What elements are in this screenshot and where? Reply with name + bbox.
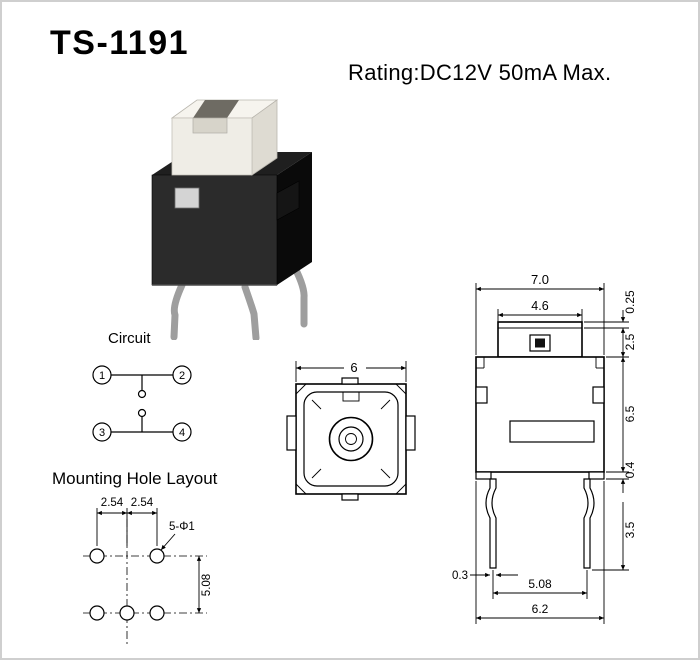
- terminal-4-label: 4: [179, 427, 185, 439]
- bottom-tab: [341, 493, 359, 501]
- side-clip: [276, 180, 300, 221]
- dim-pitch-left: 2.54: [101, 497, 124, 509]
- top-tab: [341, 377, 359, 385]
- switch-body: [151, 152, 312, 286]
- dim-leg-width: 0.3: [452, 570, 468, 582]
- base-width-dimension: [475, 481, 605, 624]
- circuit-section-label: Circuit: [108, 330, 151, 347]
- terminal-1-label: 1: [99, 370, 105, 382]
- contact-dot-top: [137, 389, 147, 399]
- dim-pitch-right: 2.54: [131, 497, 154, 509]
- switch-legs: [170, 264, 308, 340]
- cap-outline: [497, 321, 583, 358]
- dim-cap-lip: 0.25: [623, 290, 637, 314]
- top-view-drawing: 6: [286, 360, 416, 501]
- switch-cap: [170, 99, 279, 176]
- mounting-hole-layout: 2.54 2.54 5-Φ1 5.08: [83, 497, 213, 646]
- width-dimension: [295, 361, 407, 382]
- body-outline: [475, 356, 605, 480]
- dim-base-step: 0.4: [623, 461, 637, 478]
- dim-body-height: 6.5: [623, 405, 637, 422]
- front-view-drawing: 7.0 4.6: [452, 272, 637, 624]
- rating-text: Rating:DC12V 50mA Max.: [348, 60, 612, 85]
- contact-dot-bottom: [137, 408, 147, 418]
- total-width-dimension: [475, 283, 605, 355]
- cap-notch: [193, 100, 239, 118]
- terminal-1-circle: [92, 365, 112, 385]
- leg-pitch-dimension: [492, 570, 588, 599]
- dim-total-width: 7.0: [531, 272, 549, 287]
- left-side-clip: [286, 415, 297, 451]
- dim-cap-height: 2.5: [623, 333, 637, 350]
- cap-width-dimension: [497, 309, 583, 322]
- mounting-section-label: Mounting Hole Layout: [52, 469, 218, 488]
- plunger-circles: [328, 416, 374, 462]
- dim-leg-pitch: 5.08: [528, 577, 552, 591]
- dim-hole-callout: 5-Φ1: [169, 521, 195, 533]
- dim-leg-length: 3.5: [623, 521, 637, 538]
- switch-photo: [151, 99, 312, 340]
- mounting-holes: [89, 548, 165, 621]
- terminal-2-label: 2: [179, 370, 185, 382]
- terminal-4-circle: [172, 422, 192, 442]
- circuit-diagram: 1 2 3 4: [92, 365, 192, 442]
- dim-base-width: 6.2: [532, 602, 549, 616]
- pitch-dimension: 2.54 2.54: [97, 497, 158, 516]
- body-window: [174, 187, 200, 209]
- terminal-2-circle: [172, 365, 192, 385]
- terminal-3-label: 3: [99, 427, 105, 439]
- keyway: [342, 391, 360, 402]
- dim-cap-width: 4.6: [531, 299, 548, 313]
- right-side-clip: [405, 415, 416, 451]
- legs-outline: [485, 478, 595, 569]
- dim-row-pitch: 5.08: [201, 574, 213, 596]
- part-number-title: TS-1191: [50, 24, 190, 62]
- terminal-3-circle: [92, 422, 112, 442]
- dim-top-width: 6: [350, 360, 357, 375]
